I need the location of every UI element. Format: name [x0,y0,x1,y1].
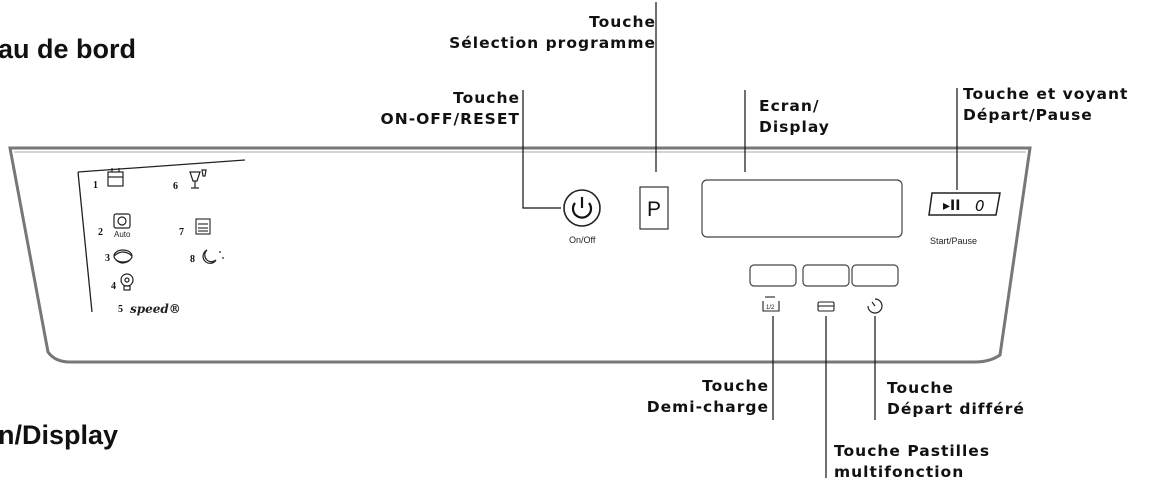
callout-multi-tablets-line2: multifonction [834,463,965,481]
half-load-key[interactable] [749,264,797,287]
callout-half-load-line1: Touche [702,377,769,395]
display-screen [701,179,903,238]
callout-half-load-line2: Demi-charge [646,398,769,416]
start-pause-label: Start/Pause [930,236,977,246]
multi-tablets-icon [817,301,835,312]
callout-screen: Ecran/ Display [759,96,830,138]
callout-program-select-line2: Sélection programme [449,34,656,52]
leader-on-off [522,90,561,209]
callout-delayed-start: Touche Départ différé [887,378,1025,420]
bulb-icon [120,273,134,291]
program-1-number: 1 [93,180,98,191]
program-3-number: 3 [105,253,110,264]
program-button[interactable] [639,186,669,230]
start-pause-button[interactable] [928,192,1001,216]
callout-screen-line1: Ecran/ [759,97,820,115]
callout-program-select-line1: Touche [589,13,656,31]
speed-label: speed® [130,302,181,316]
display-section-heading: n/Display [0,420,119,450]
program-list-line-top [77,159,246,173]
program-6-number: 6 [173,181,178,192]
auto-label: Auto [114,230,131,239]
callout-start-pause-line2: Départ/Pause [963,106,1093,124]
callout-delayed-start-line2: Départ différé [887,400,1025,418]
callout-start-pause-line1: Touche et voyant [963,85,1129,103]
program-8-number: 8 [190,254,195,265]
delayed-start-key[interactable] [851,264,899,287]
auto-program-icon [113,213,131,229]
callout-on-off-line1: Touche [453,89,520,107]
start-pause-led: 0 [975,197,985,215]
half-load-icon [762,296,780,312]
program-list-line-side [77,171,93,313]
glass-icon [189,169,207,189]
program-7-number: 7 [179,227,184,238]
callout-on-off-reset: Touche ON-OFF/RESET [381,88,520,130]
eco-icon [113,249,133,264]
callout-multi-tablets: Touche Pastilles multifonction [834,441,990,483]
callout-program-select: Touche Sélection programme [449,12,656,54]
pot-icon [107,168,124,187]
power-button-label: On/Off [569,235,596,245]
callout-half-load: Touche Demi-charge [647,376,769,418]
callout-delayed-start-line1: Touche [887,379,954,397]
program-2-number: 2 [98,227,103,238]
callout-screen-line2: Display [759,118,830,136]
page-heading: au de bord [0,34,137,64]
callout-start-pause: Touche et voyant Départ/Pause [963,84,1128,126]
power-button[interactable] [563,189,601,227]
callout-on-off-line2: ON-OFF/RESET [380,110,520,128]
night-icon [202,249,224,264]
delayed-start-icon [867,298,883,314]
rinse-icon [195,218,211,235]
half-load-icon-text: 1/2 [766,305,775,311]
program-5-number: 5 [118,304,123,315]
callout-multi-tablets-line1: Touche Pastilles [834,442,991,460]
program-button-label: P [647,198,661,221]
start-pause-symbol: ▸II [943,198,960,214]
program-4-number: 4 [111,281,116,292]
multi-tablets-key[interactable] [802,264,850,287]
